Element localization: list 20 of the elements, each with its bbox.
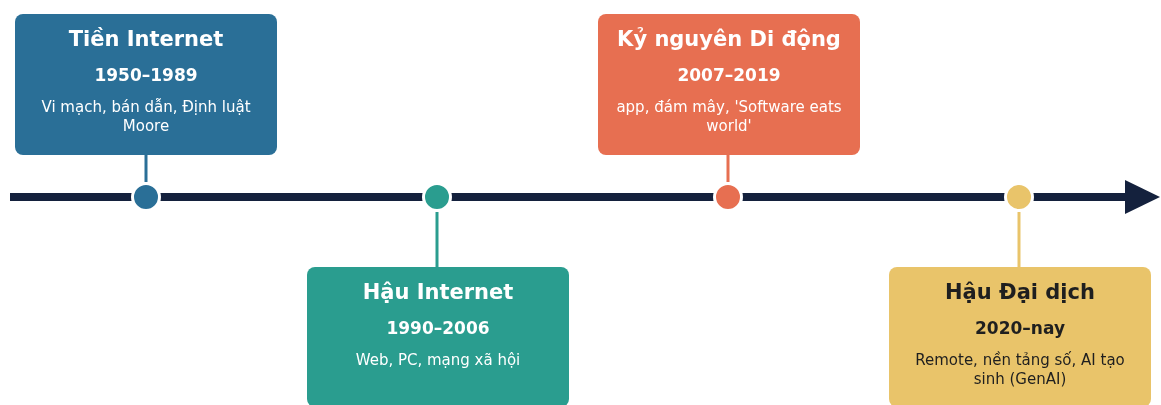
card-description: Vi mạch, bán dẫn, Định luật Moore	[40, 98, 252, 136]
date-range: 1990–2006	[386, 317, 490, 339]
timeline-card	[889, 267, 1151, 405]
timeline-card	[307, 267, 569, 405]
card-title: Hậu Đại dịch	[945, 279, 1095, 305]
timeline-card	[598, 14, 860, 155]
date-range: 2007–2019	[677, 64, 781, 86]
connector-line	[1017, 212, 1021, 267]
card-title: Kỷ nguyên Di động	[617, 26, 841, 52]
connector-line	[435, 212, 439, 267]
connector-line	[144, 155, 148, 182]
date-range: 1950–1989	[94, 64, 198, 86]
card-description: app, đám mây, 'Software eats world'	[615, 98, 843, 136]
connector-line	[726, 155, 730, 182]
date-range: 2020–nay	[975, 317, 1065, 339]
card-description: Remote, nền tảng số, AI tạo sinh (GenAI)	[914, 351, 1126, 389]
timeline-card	[15, 14, 277, 155]
card-title: Tiền Internet	[68, 26, 224, 52]
card-title: Hậu Internet	[362, 279, 514, 305]
card-description: Web, PC, mạng xã hội	[355, 351, 521, 370]
